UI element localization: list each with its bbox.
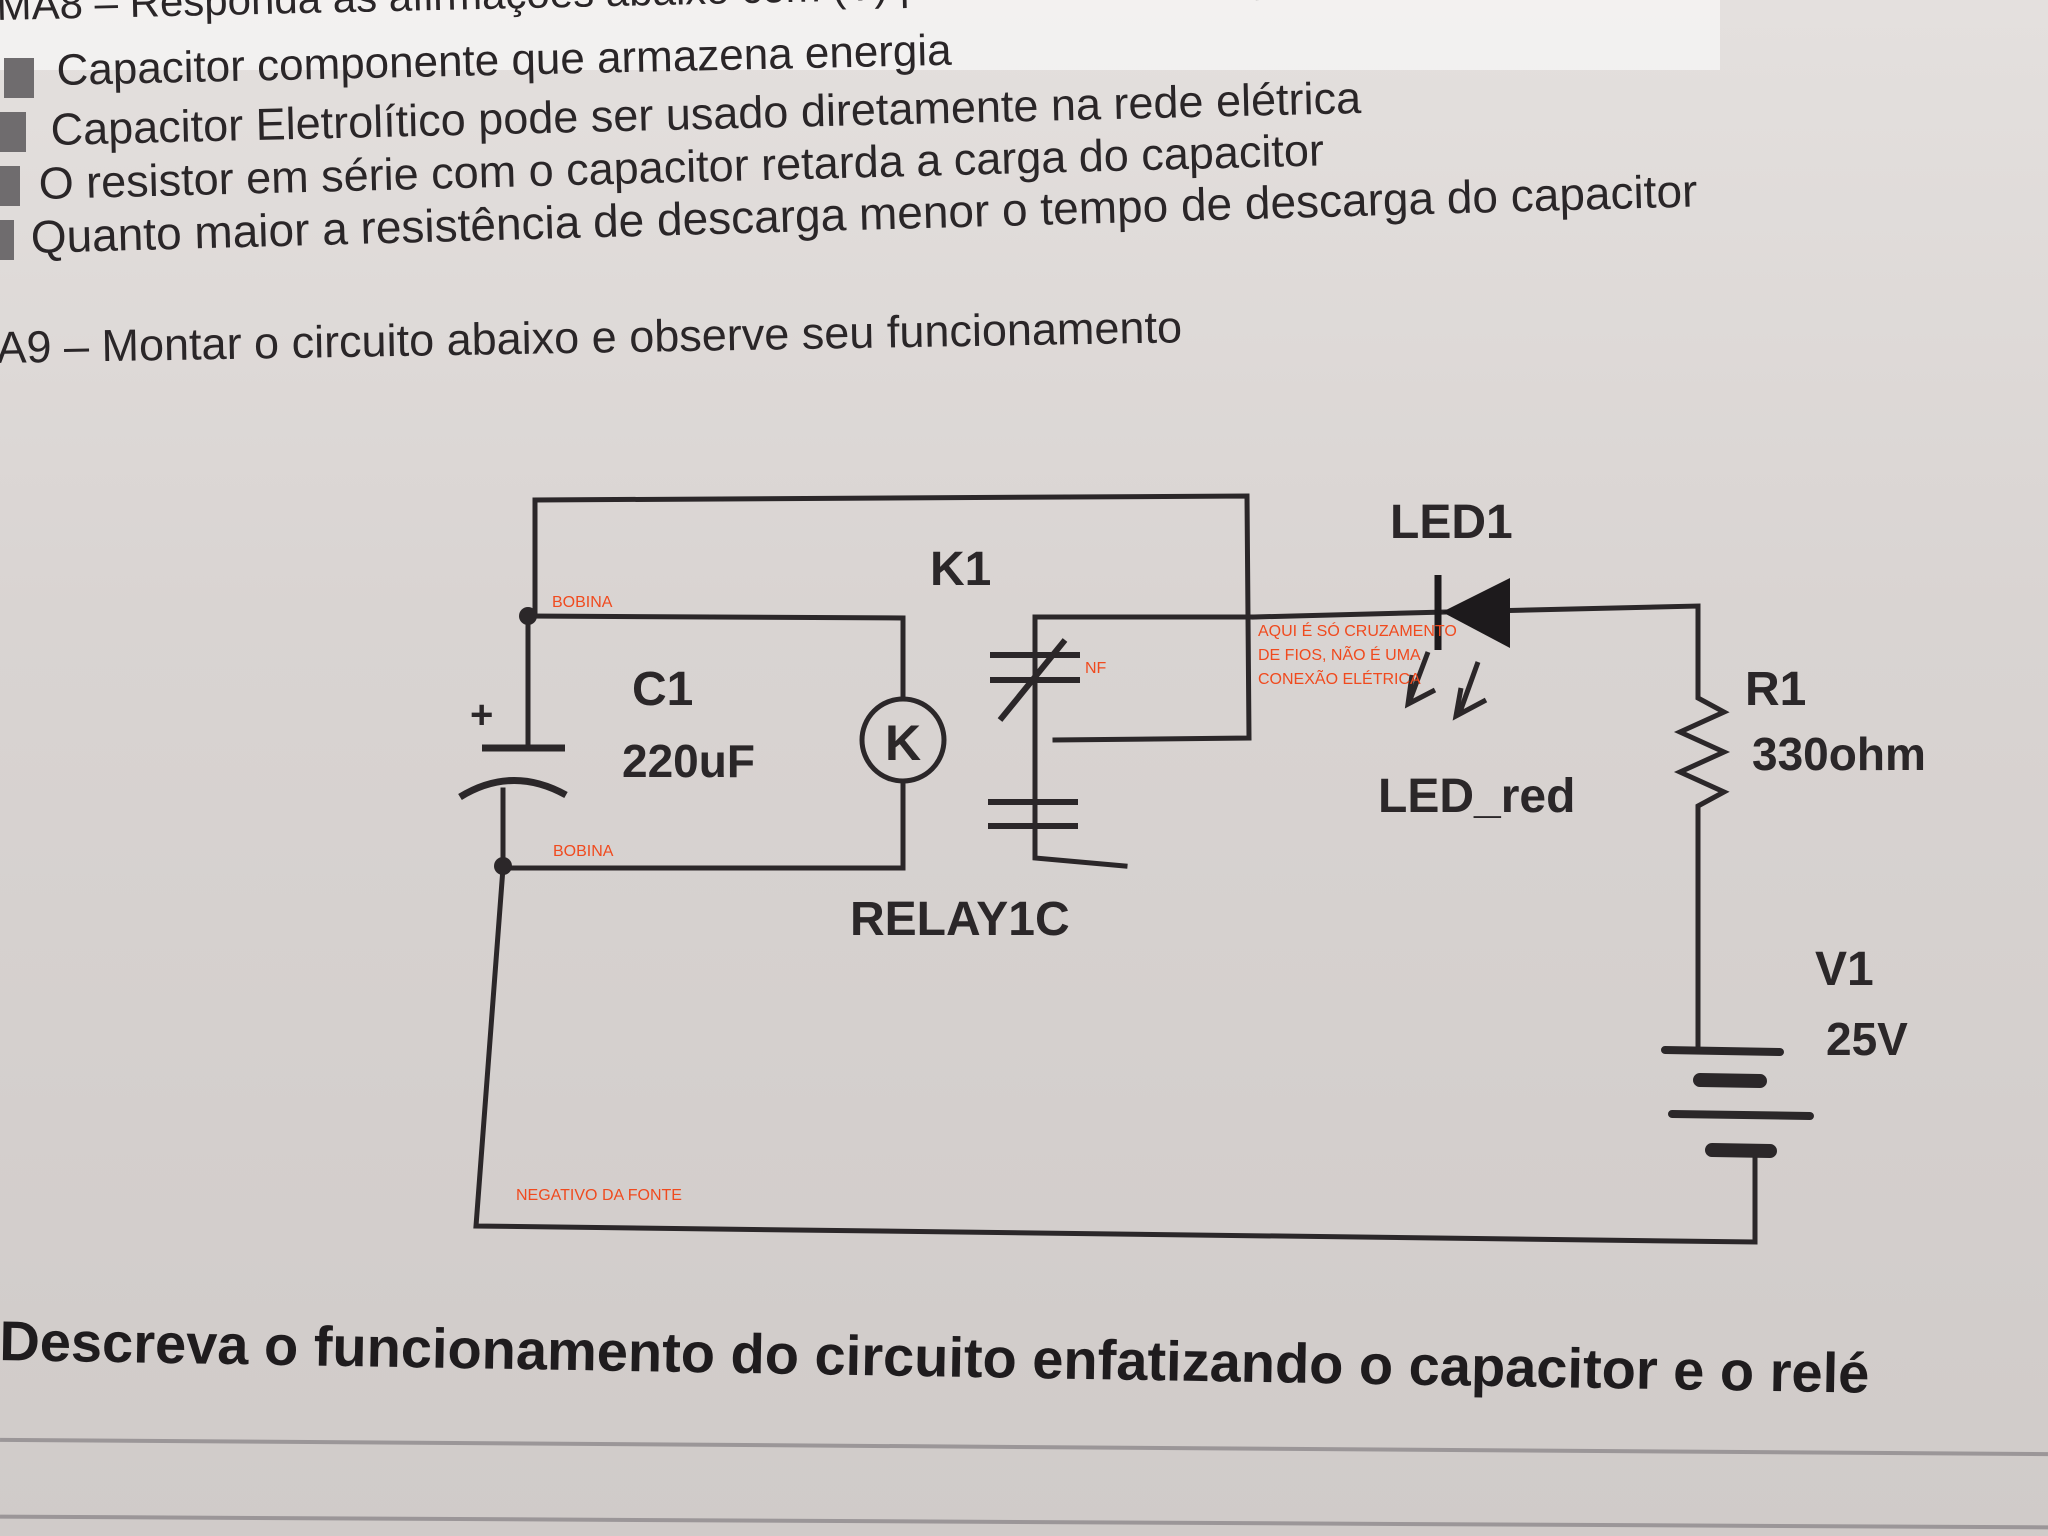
answer-mark-4 xyxy=(0,220,14,260)
answer-mark-1 xyxy=(4,58,34,98)
relay-name: K1 xyxy=(930,543,991,596)
led-light-arrows-icon xyxy=(1404,651,1488,721)
paper-glare xyxy=(0,0,1720,70)
annotation-crossing-3: CONEXÃO ELÉTRICA xyxy=(1258,668,1421,688)
annotation-negative: NEGATIVO DA FONTE xyxy=(516,1187,682,1204)
source-value: 25V xyxy=(1826,1013,1908,1065)
led-name: LED1 xyxy=(1390,496,1513,549)
source-name: V1 xyxy=(1815,943,1874,996)
answer-mark-2 xyxy=(0,112,26,152)
battery-icon xyxy=(1661,1046,1814,1158)
relay-coil-symbol: K xyxy=(885,715,921,771)
relay-type: RELAY1C xyxy=(850,893,1070,946)
resistor-icon xyxy=(1673,680,1731,820)
annotation-nf: NF xyxy=(1085,660,1107,677)
led-diode-icon xyxy=(1442,578,1510,648)
capacitor-plate-negative xyxy=(458,777,568,800)
wire-top-loop xyxy=(532,493,1252,743)
resistor-value: 330ohm xyxy=(1752,728,1926,780)
relay-coil-icon xyxy=(859,696,947,784)
relay-contact-slash xyxy=(997,638,1068,722)
annotation-coil-bottom: BOBINA xyxy=(553,843,614,860)
annotation-crossing-2: DE FIOS, NÃO É UMA xyxy=(1258,644,1421,664)
junction-dot-top xyxy=(519,607,537,625)
annotation-coil-top: BOBINA xyxy=(552,594,613,611)
wire-led-resistor xyxy=(1251,603,1701,683)
wire-bottom-return xyxy=(473,865,1758,1245)
wire-relay-common xyxy=(1032,614,1128,869)
junction-dot-bottom xyxy=(494,857,512,875)
led-type: LED_red xyxy=(1378,770,1575,823)
annotation-crossing-1: AQUI É SÓ CRUZAMENTO xyxy=(1258,621,1457,640)
capacitor-name: C1 xyxy=(632,663,693,716)
capacitor-value: 220uF xyxy=(622,735,755,787)
capacitor-polarity: + xyxy=(470,693,493,737)
answer-mark-3 xyxy=(0,166,20,206)
resistor-name: R1 xyxy=(1745,663,1806,716)
